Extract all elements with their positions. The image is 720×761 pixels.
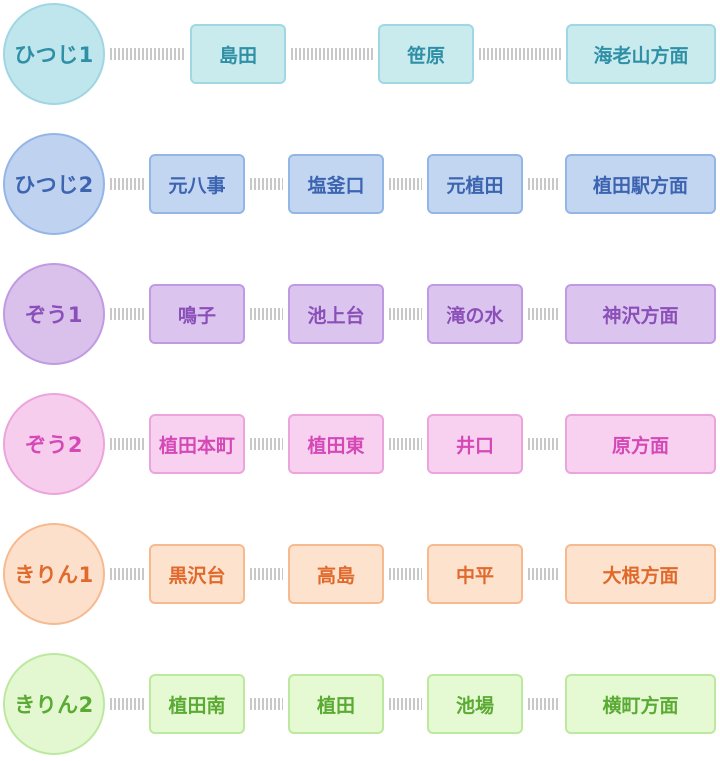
destination-box: 海老山方面 <box>566 24 716 84</box>
route-connector <box>110 568 144 580</box>
route-connector <box>250 308 283 320</box>
route-name-badge: ひつじ2 <box>3 133 105 235</box>
destination-box: 横町方面 <box>565 674 716 734</box>
stop-box: 池場 <box>427 674 523 734</box>
route-connector <box>110 48 185 60</box>
destination-box: 大根方面 <box>565 544 716 604</box>
route-name-badge: きりん1 <box>3 523 105 625</box>
stop-box: 元植田 <box>427 154 523 214</box>
route-connector <box>528 438 560 450</box>
route-connector <box>389 438 422 450</box>
destination-box: 原方面 <box>565 414 716 474</box>
route-connector <box>291 48 373 60</box>
stop-box: 植田東 <box>288 414 384 474</box>
stop-box: 中平 <box>427 544 523 604</box>
route-row: ひつじ2 元八事塩釜口元植田植田駅方面 <box>0 133 720 241</box>
destination-box: 神沢方面 <box>565 284 716 344</box>
route-connector <box>250 698 283 710</box>
route-connector <box>528 698 560 710</box>
route-connector <box>389 698 422 710</box>
stop-box: 植田 <box>288 674 384 734</box>
stop-box: 池上台 <box>288 284 384 344</box>
route-connector <box>250 178 283 190</box>
route-connector <box>528 178 560 190</box>
stop-box: 高島 <box>288 544 384 604</box>
stop-box: 黒沢台 <box>149 544 245 604</box>
route-row: ひつじ1 島田 笹原 海老山方面 <box>0 3 720 111</box>
route-connector <box>389 308 422 320</box>
stop-box: 塩釜口 <box>288 154 384 214</box>
stop-box: 元八事 <box>149 154 245 214</box>
stop-box: 井口 <box>427 414 523 474</box>
stop-box: 植田本町 <box>149 414 245 474</box>
route-connector <box>528 308 560 320</box>
route-connector <box>528 568 560 580</box>
route-connector <box>479 48 561 60</box>
route-connector <box>389 178 422 190</box>
route-row: きりん2 植田南植田池場横町方面 <box>0 653 720 761</box>
route-connector <box>110 178 144 190</box>
route-connector <box>110 308 144 320</box>
route-connector <box>250 568 283 580</box>
route-name-badge: ぞう2 <box>3 393 105 495</box>
stop-box: 滝の水 <box>427 284 523 344</box>
route-row: ぞう2 植田本町植田東井口原方面 <box>0 393 720 501</box>
route-connector <box>110 438 144 450</box>
route-row: ぞう1 鳴子池上台滝の水神沢方面 <box>0 263 720 371</box>
destination-box: 植田駅方面 <box>565 154 716 214</box>
route-name-badge: ひつじ1 <box>3 3 105 105</box>
stop-box: 島田 <box>190 24 286 84</box>
route-name-badge: きりん2 <box>3 653 105 755</box>
stop-box: 鳴子 <box>149 284 245 344</box>
stop-box: 笹原 <box>378 24 474 84</box>
route-connector <box>250 438 283 450</box>
route-row: きりん1 黒沢台高島中平大根方面 <box>0 523 720 631</box>
route-connector <box>110 698 144 710</box>
route-connector <box>389 568 422 580</box>
stop-box: 植田南 <box>149 674 245 734</box>
route-name-badge: ぞう1 <box>3 263 105 365</box>
